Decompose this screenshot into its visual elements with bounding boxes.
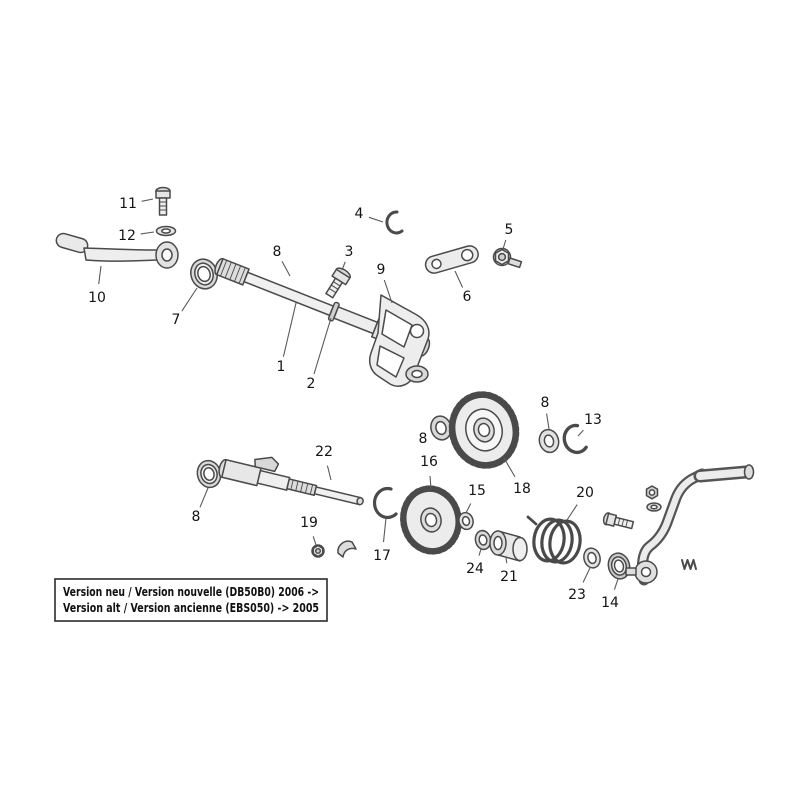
version-line-1: Version neu / Version nouvelle (DB50B0) … [63,585,319,599]
part-label-23: 23 [568,587,586,603]
leader-line-8 [546,413,550,430]
part-label-1: 1 [277,359,286,375]
leader-line-8 [281,260,291,277]
part-clip-17 [373,486,398,520]
part-ratchet-21 [489,530,528,562]
leader-line-14 [613,578,619,590]
part-label-12: 12 [118,228,136,244]
part-spring-small [681,559,697,570]
leader-line-11 [141,198,154,202]
part-washer-23 [583,547,601,569]
part-label-7: 7 [172,312,181,328]
leader-line-12 [140,231,155,235]
leader-line-9 [383,279,393,304]
part-kick-lever [625,464,755,586]
leader-line-5 [502,239,507,250]
part-seal-14 [607,552,631,580]
part-spring-20 [526,515,582,565]
part-label-8: 8 [192,509,201,525]
leader-line-10 [98,265,102,285]
leader-line-24 [478,548,482,556]
leader-lines [98,198,619,590]
part-label-10: 10 [88,290,106,306]
leader-line-6 [454,270,464,288]
leader-line-22 [326,465,332,481]
leader-line-15 [465,503,472,514]
part-label-2: 2 [307,376,316,392]
part-arm-6 [424,245,479,274]
part-washer-8c [538,428,560,454]
leader-line-3 [341,261,346,271]
leader-line-7 [181,287,198,312]
leader-line-19 [312,536,317,546]
part-bolt-11 [155,186,171,216]
part-label-20: 20 [576,485,594,501]
leader-line-20 [566,504,578,521]
leader-line-16 [429,475,432,490]
part-seal-7 [190,258,218,290]
part-washer-small [646,502,662,512]
leader-line-13 [577,429,584,437]
part-bracket-9 [368,294,430,387]
leader-line-18 [503,457,516,478]
part-clip-13 [562,423,588,455]
part-label-4: 4 [355,206,364,222]
part-shift-lever [55,232,179,269]
part-clip-4 [385,210,404,235]
version-line-2: Version alt / Version ancienne (EBS050) … [63,601,319,615]
leader-line-4 [368,216,384,223]
part-clamp-19 [337,540,357,558]
part-label-6: 6 [463,289,472,305]
part-label-9: 9 [377,262,386,278]
leader-line-8 [199,487,209,508]
version-box: Version neu / Version nouvelle (DB50B0) … [54,578,328,622]
part-label-13: 13 [584,412,602,428]
part-label-15: 15 [468,483,486,499]
part-label-21: 21 [500,569,518,585]
part-label-17: 17 [373,548,391,564]
leader-line-23 [582,567,591,583]
leader-line-1 [282,302,297,357]
part-label-5: 5 [505,222,514,238]
part-ring-15 [458,511,474,531]
part-label-16: 16 [420,454,438,470]
part-label-3: 3 [345,244,354,260]
part-label-8: 8 [419,431,428,447]
leader-line-21 [505,557,508,564]
part-gear-18 [448,391,520,469]
leader-line-17 [382,517,387,543]
part-bolt-small [602,512,635,530]
part-washer-12 [155,225,177,237]
part-label-8: 8 [273,244,282,260]
part-label-14: 14 [601,595,619,611]
part-kick-shaft [218,456,364,506]
part-seal-8d [196,459,222,489]
part-label-18: 18 [513,481,531,497]
part-label-11: 11 [119,196,137,212]
part-label-19: 19 [300,515,318,531]
part-label-24: 24 [466,561,484,577]
part-nut-small [645,485,659,500]
version-box-border [54,578,328,622]
part-gear-16 [400,485,462,555]
part-label-8: 8 [541,395,550,411]
part-bolt-5 [492,247,523,269]
part-bolt-19 [311,544,325,558]
leader-line-2 [313,317,332,375]
part-collar-24 [474,529,492,551]
part-label-22: 22 [315,444,333,460]
part-bolt-3 [325,267,351,299]
